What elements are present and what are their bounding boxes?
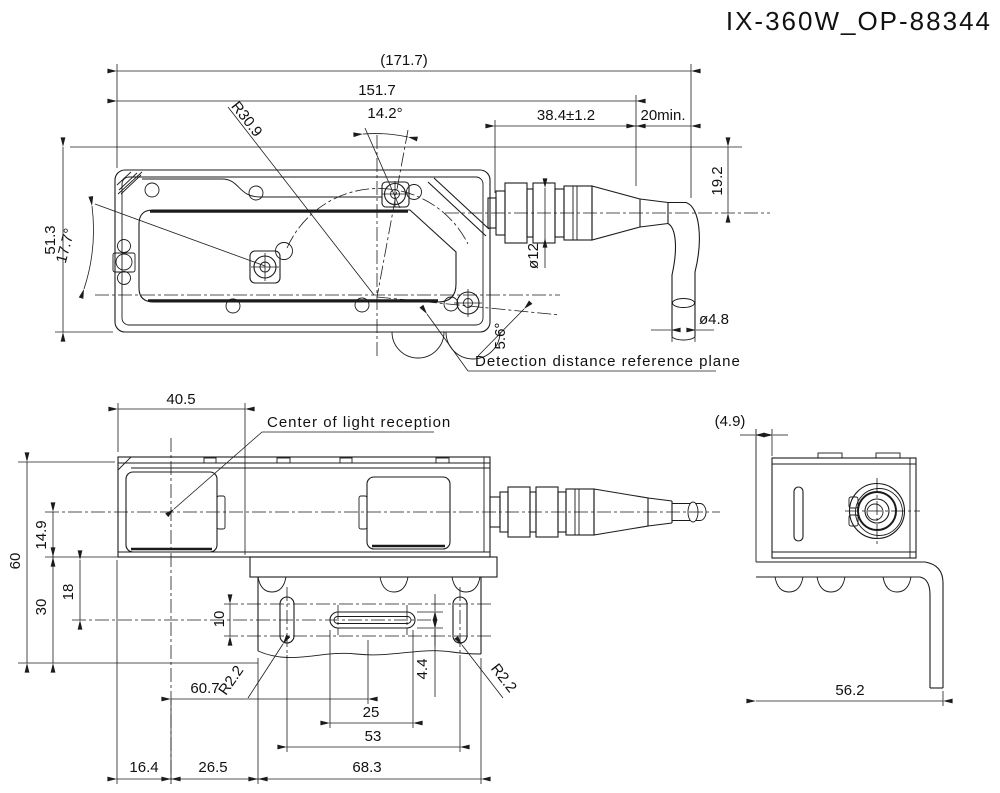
dim-slot-right-offset: 60.7 bbox=[161, 640, 378, 704]
dim-text-center-slot-length: 25 bbox=[363, 704, 380, 721]
dim-bracket-height: 30 bbox=[33, 547, 56, 673]
emitter-window bbox=[358, 476, 451, 550]
dim-text-slot-width: 4.4 bbox=[414, 659, 431, 680]
dim-text-slot-radius-left: R2.2 bbox=[215, 663, 247, 699]
dim-front-overall-height: 60 bbox=[7, 452, 258, 673]
dim-cable-bend-min: 20min. bbox=[626, 107, 701, 129]
dim-slot-radius-right: R2.2 bbox=[454, 635, 520, 699]
dim-bottom-chain: 16.4 26.5 68.3 bbox=[107, 560, 491, 784]
top-view-cable bbox=[667, 201, 700, 341]
dim-slot-length: 10 bbox=[211, 594, 233, 646]
dim-text-overall-length: (171.7) bbox=[380, 52, 428, 69]
dim-text-connector-length: 38.4±1.2 bbox=[537, 107, 595, 124]
dim-text-connector-center-height: 19.2 bbox=[709, 166, 726, 195]
dim-text-lens-offset: 40.5 bbox=[166, 391, 195, 408]
dim-text-overall-height: 51.3 bbox=[42, 225, 59, 254]
drawing-title: IX-360W_OP-88344 bbox=[726, 6, 992, 36]
dim-text-slot-length: 10 bbox=[211, 611, 228, 628]
front-view-centerlines bbox=[45, 438, 720, 784]
dim-slot-span: 53 bbox=[277, 655, 470, 752]
dim-ref-plane-angle: 5.6° bbox=[477, 300, 533, 357]
dim-connector-center-height: 19.2 bbox=[709, 137, 731, 223]
side-view-bracket bbox=[756, 561, 944, 689]
lens-assembly bbox=[845, 478, 920, 545]
center-pivot-screw bbox=[249, 242, 293, 284]
dim-text-ref-plane-angle: 5.6° bbox=[492, 323, 509, 350]
dim-text-center-to-bracket: 26.5 bbox=[198, 759, 227, 776]
dim-text-depth: 56.2 bbox=[835, 682, 864, 699]
dim-body-length: 151.7 bbox=[107, 82, 646, 186]
note-text-detection-plane: Detection distance reference plane bbox=[475, 353, 741, 370]
dim-text-body-length: 151.7 bbox=[358, 82, 396, 99]
dim-center-height: 14.9 bbox=[33, 502, 118, 567]
dim-text-connector-dia: ø12 bbox=[525, 243, 542, 269]
dim-text-edge-offset: 16.4 bbox=[129, 759, 158, 776]
dim-text-swing-angle: 14.2° bbox=[367, 105, 402, 122]
dim-text-bracket-width: 68.3 bbox=[352, 759, 381, 776]
dim-swing-angle: 14.2° bbox=[353, 105, 418, 209]
dim-text-slot-right-offset: 60.7 bbox=[190, 680, 219, 697]
dim-text-cable-bend-min: 20min. bbox=[640, 107, 685, 124]
dim-connector-length: 38.4±1.2 bbox=[485, 107, 646, 193]
top-right-screw bbox=[381, 181, 422, 208]
bottom-right-screw bbox=[443, 289, 482, 317]
dim-text-slot-radius-right: R2.2 bbox=[487, 661, 520, 696]
dim-lens-offset: 40.5 bbox=[108, 391, 255, 555]
dim-text-front-overall-height: 60 bbox=[7, 553, 24, 570]
dim-connector-dia: ø12 bbox=[525, 178, 548, 269]
dim-center-slot-length: 25 bbox=[320, 630, 423, 728]
front-view-bracket bbox=[72, 556, 498, 658]
note-light-center: Center of light reception bbox=[165, 414, 451, 518]
dim-text-slot-span: 53 bbox=[365, 728, 382, 745]
dim-bracket-offset: (4.9) bbox=[715, 413, 788, 456]
dim-depth: 56.2 bbox=[746, 682, 953, 706]
dim-slot-center-offset: 18 bbox=[60, 550, 83, 630]
dim-text-slot-center-offset: 18 bbox=[60, 584, 77, 601]
dim-text-bracket-height: 30 bbox=[33, 599, 50, 616]
front-view-body bbox=[117, 456, 491, 558]
dim-slot-radius-left: R2.2 bbox=[215, 634, 291, 699]
top-view-body bbox=[70, 146, 742, 360]
dim-slot-width: 4.4 bbox=[414, 594, 443, 697]
dim-text-bracket-offset: (4.9) bbox=[715, 413, 746, 430]
note-detection-plane: Detection distance reference plane bbox=[419, 304, 741, 372]
dim-text-cable-dia: ø4.8 bbox=[699, 311, 729, 328]
side-view-body bbox=[755, 429, 920, 562]
dim-tilt-angle-left: 17.7° bbox=[53, 196, 266, 299]
note-text-light-center: Center of light reception bbox=[267, 414, 451, 431]
dim-overall-height: 51.3 bbox=[42, 137, 113, 342]
dim-text-center-height: 14.9 bbox=[33, 520, 50, 549]
dim-overall-length: (171.7) bbox=[107, 52, 701, 198]
dim-text-rotation-radius: R30.9 bbox=[228, 98, 266, 140]
top-view-centerlines bbox=[95, 129, 770, 358]
dim-cable-dia: ø4.8 bbox=[651, 311, 729, 342]
